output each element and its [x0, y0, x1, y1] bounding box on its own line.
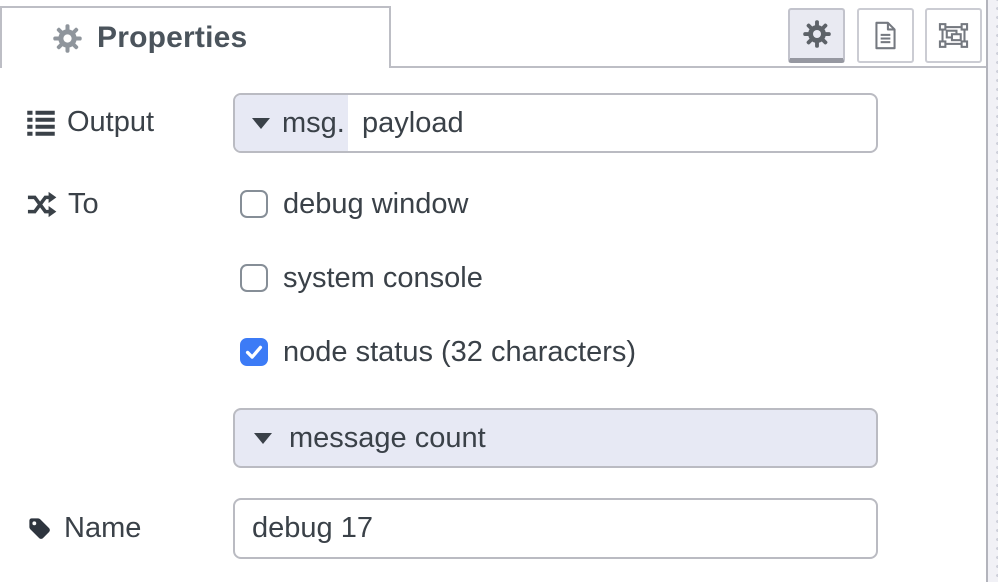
- header-divider: [391, 66, 987, 68]
- properties-tab-button[interactable]: [788, 8, 845, 63]
- shuffle-icon: [26, 189, 57, 220]
- output-typed-input: msg.: [233, 93, 878, 153]
- node-status-label[interactable]: node status (32 characters): [283, 335, 637, 368]
- node-status-option[interactable]: node status (32 characters): [240, 325, 636, 379]
- status-type-value: message count: [289, 421, 486, 454]
- output-type-dropdown-button[interactable]: msg.: [235, 95, 348, 151]
- debug-window-label[interactable]: debug window: [283, 187, 469, 220]
- node-status-checkbox[interactable]: [240, 338, 268, 366]
- list-icon: [26, 108, 56, 138]
- panel-resize-handle[interactable]: [986, 0, 998, 582]
- system-console-label[interactable]: system console: [283, 261, 483, 294]
- gear-icon: [802, 19, 832, 49]
- status-type-dropdown[interactable]: message count: [233, 408, 878, 468]
- tab-label: Properties: [97, 21, 248, 54]
- caret-down-icon: [254, 432, 272, 444]
- document-icon: [871, 20, 900, 51]
- to-label: To: [26, 177, 99, 231]
- name-field: [233, 498, 878, 559]
- object-group-icon: [938, 20, 969, 51]
- system-console-checkbox[interactable]: [240, 264, 268, 292]
- output-type-label: msg.: [282, 106, 345, 139]
- name-input[interactable]: [239, 500, 876, 557]
- system-console-option[interactable]: system console: [240, 251, 483, 305]
- check-icon: [245, 345, 263, 359]
- caret-down-icon: [252, 117, 270, 129]
- gear-icon: [52, 23, 83, 54]
- name-label: Name: [26, 498, 141, 558]
- tab-properties[interactable]: Properties: [0, 6, 391, 68]
- debug-window-option[interactable]: debug window: [240, 177, 468, 231]
- output-label: Output: [26, 93, 154, 152]
- debug-window-checkbox[interactable]: [240, 190, 268, 218]
- tag-icon: [26, 515, 53, 542]
- output-property-input[interactable]: [348, 95, 876, 151]
- appearance-tab-button[interactable]: [925, 8, 982, 63]
- description-tab-button[interactable]: [857, 8, 914, 63]
